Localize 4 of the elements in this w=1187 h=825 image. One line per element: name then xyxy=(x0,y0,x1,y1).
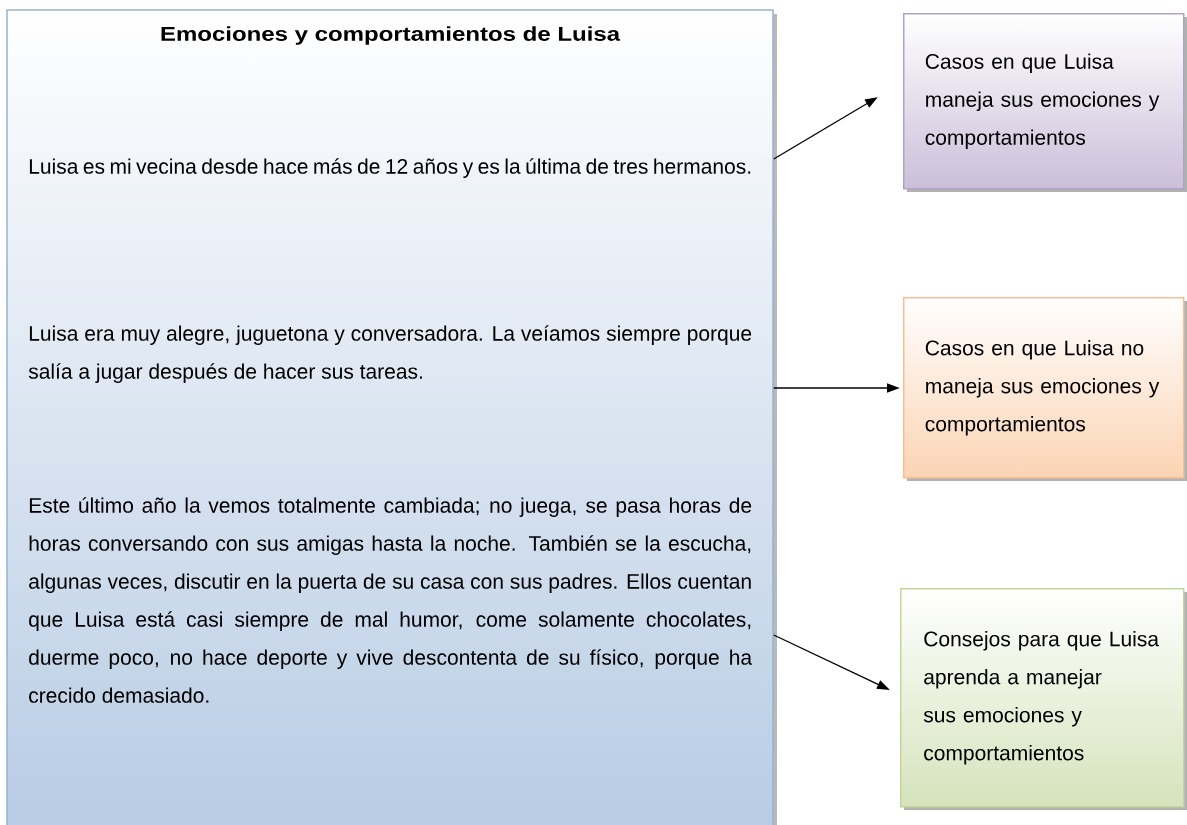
category-box: Casos en que Luisa no maneja sus emociones y comportamientos xyxy=(903,297,1187,481)
category-box: Casos en que Luisa maneja sus emociones y comportamientos xyxy=(903,13,1187,192)
category-box: Consejos para que Luisa aprenda a manejar sus emociones y comportamientos xyxy=(900,588,1187,810)
text-box: Emociones y comportamientos de Luisa Luisa es mi vecina desde hace más de 12 años y es la última de tres hermanos. Luisa era muy alegre, juguetona y conversadora. La veíamos siempre porque salía a jugar después de hacer sus tareas. Este último año la vemos totalmente cambiada; no juega, se pasa horas de horas conversando con sus amigas hasta la noche. También se la escucha, algunas veces, discutir en la puerta de su casa con sus padres. Ellos cuentan que Luisa está casi siempre de mal humor, come solamente chocolates, duerme poco, no hace deporte y vive descontenta de su físico, porque ha crecido demasiado. xyxy=(6,9,777,825)
